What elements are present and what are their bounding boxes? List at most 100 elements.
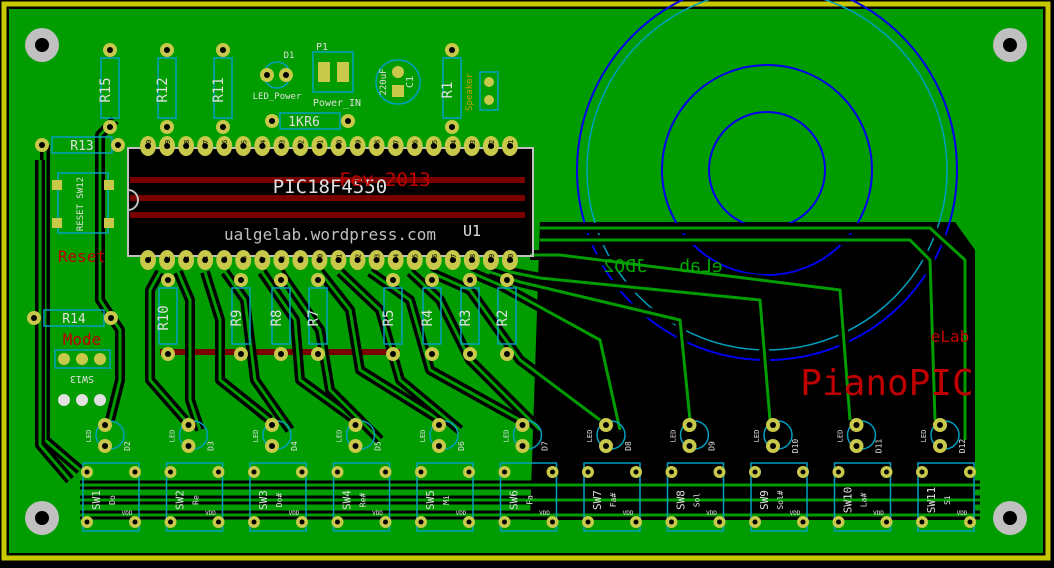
chip-pin-bottom: 19 bbox=[482, 250, 499, 270]
c1-label: C1 bbox=[405, 76, 416, 88]
vdd-label: VDD bbox=[205, 510, 216, 517]
chip-pin-number: 32 bbox=[297, 140, 305, 148]
vdd-label: VDD bbox=[372, 510, 383, 517]
mounting-hole-bottom-right bbox=[993, 501, 1027, 535]
chip-pin-top: 25 bbox=[425, 136, 442, 156]
chip-pin-number: 9 bbox=[297, 256, 305, 260]
chip-pin-bottom: 4 bbox=[197, 250, 214, 270]
r13-footprint: R13 bbox=[35, 136, 125, 154]
chip-pin-number: 40 bbox=[145, 140, 153, 148]
note-label: Sol# bbox=[776, 490, 785, 509]
chip-pin-top: 22 bbox=[482, 136, 499, 156]
chip-pin-top: 37 bbox=[197, 136, 214, 156]
trace bbox=[318, 271, 441, 422]
switch-label: SW7 bbox=[591, 490, 604, 510]
chip-pin-number: 38 bbox=[183, 140, 191, 148]
top-resistor: R12 bbox=[155, 43, 177, 134]
chip-pin-number: 20 bbox=[507, 254, 515, 262]
key-switch bbox=[82, 462, 140, 532]
r6-label: R6 bbox=[304, 115, 320, 130]
reset-switch-label: RESET SW12 bbox=[76, 177, 86, 231]
led-label: LED bbox=[336, 430, 344, 443]
vdd-label: VDD bbox=[456, 510, 467, 517]
chip-pin-top: 29 bbox=[349, 136, 366, 156]
mounting-hole-top-right bbox=[993, 28, 1027, 62]
vdd-label: VDD bbox=[873, 510, 884, 517]
chip-pin-bottom: 10 bbox=[311, 250, 328, 270]
chip-pin-top: 39 bbox=[159, 136, 176, 156]
chip-pin-number: 36 bbox=[221, 140, 229, 148]
chip-pin-top: 36 bbox=[216, 136, 233, 156]
chip-pin-number: 24 bbox=[450, 140, 458, 148]
key-switch bbox=[583, 462, 641, 532]
bottom-resistor-label: R7 bbox=[306, 310, 322, 327]
chip-pin-number: 8 bbox=[278, 256, 286, 260]
switch-label: SW11 bbox=[925, 487, 938, 514]
u1-notch bbox=[127, 189, 139, 211]
trace bbox=[540, 226, 967, 440]
chip-pin-number: 37 bbox=[202, 140, 210, 148]
vdd-label: VDD bbox=[790, 510, 801, 517]
note-label: Re bbox=[192, 495, 201, 505]
note-label: Si bbox=[943, 495, 952, 505]
chip-pin-number: 33 bbox=[278, 140, 286, 148]
led-label: LED bbox=[85, 430, 93, 443]
chip-pin-number: 39 bbox=[164, 140, 172, 148]
switch-label: SW9 bbox=[758, 490, 771, 510]
trace bbox=[469, 270, 622, 431]
chip-ref-label: U1 bbox=[463, 222, 481, 240]
diode-label: D8 bbox=[624, 441, 633, 451]
bottom-resistor-label: R5 bbox=[381, 310, 397, 327]
bottom-resistor: R7 bbox=[306, 273, 328, 361]
chip-pin-top: 24 bbox=[444, 136, 461, 156]
note-label: Re# bbox=[359, 493, 368, 508]
note-label: La# bbox=[860, 493, 869, 508]
key-switch bbox=[499, 462, 558, 532]
chip-pin-top: 40 bbox=[140, 136, 156, 156]
brand-label: eLab bbox=[931, 327, 970, 346]
led-label: LED bbox=[252, 430, 260, 443]
chip-pin-number: 16 bbox=[431, 254, 439, 262]
diode-label: D10 bbox=[791, 439, 800, 454]
r14-footprint: R14 bbox=[27, 309, 118, 327]
trace bbox=[260, 271, 356, 422]
chip-pin-bottom: 1 bbox=[140, 250, 156, 270]
diode-label: D4 bbox=[290, 441, 299, 451]
chip-pin-number: 34 bbox=[259, 140, 267, 148]
bottom-resistor-label: R9 bbox=[229, 310, 245, 327]
chip-pin-number: 10 bbox=[316, 254, 324, 262]
date-label: Fev 2013 bbox=[339, 169, 431, 191]
note-label: Fa# bbox=[609, 493, 618, 508]
chip-pin-number: 7 bbox=[259, 256, 267, 260]
chip-pin-number: 13 bbox=[374, 254, 382, 262]
p1-label: P1 bbox=[316, 42, 328, 53]
r1-label: R1 bbox=[440, 82, 456, 99]
trace bbox=[530, 253, 852, 421]
switch-label: SW1 bbox=[90, 490, 103, 510]
chip-pin-bottom: 14 bbox=[387, 250, 404, 270]
r6-value-label: 1K bbox=[288, 115, 304, 130]
u1-footprint: PIC18F4550 Fev 2013 ualgelab.wordpress.c… bbox=[127, 147, 534, 257]
bottom-resistor: R2 bbox=[495, 273, 517, 361]
switch-label: SW4 bbox=[341, 490, 354, 510]
led-label: LED bbox=[169, 430, 177, 443]
trace bbox=[203, 271, 271, 422]
chip-pin-number: 28 bbox=[374, 140, 382, 148]
led-label: LED bbox=[753, 430, 761, 443]
u1-outline bbox=[127, 147, 534, 257]
chip-pin-number: 29 bbox=[355, 140, 363, 148]
vdd-label: VDD bbox=[289, 510, 300, 517]
chip-pin-number: 14 bbox=[393, 254, 401, 262]
trace bbox=[429, 270, 601, 422]
bottom-resistor-label: R10 bbox=[156, 305, 172, 330]
chip-pin-bottom: 18 bbox=[463, 250, 480, 270]
chip-pin-top: 28 bbox=[368, 136, 385, 156]
chip-pin-number: 5 bbox=[221, 256, 229, 260]
url-label: ualgelab.wordpress.com bbox=[224, 225, 436, 244]
trace bbox=[509, 270, 772, 421]
